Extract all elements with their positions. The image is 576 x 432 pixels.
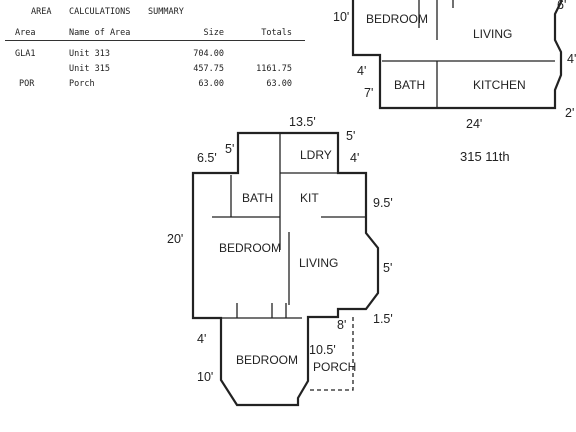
dim-5-left: 5' xyxy=(225,142,234,156)
top-dim-4-right: 4' xyxy=(567,52,576,66)
dim-6-5: 6.5' xyxy=(197,151,217,165)
top-dim-6: 6' xyxy=(557,0,566,12)
header-area: Area xyxy=(15,28,36,38)
room-ldry: LDRY xyxy=(300,148,332,162)
row-3-area: POR xyxy=(19,79,35,89)
row-1-name: Unit 313 xyxy=(69,49,110,59)
room-living: LIVING xyxy=(299,256,338,270)
top-dim-4: 4' xyxy=(357,64,366,78)
header-name: Name of Area xyxy=(69,28,131,38)
top-dim-7: 7' xyxy=(364,86,373,100)
dim-9-5: 9.5' xyxy=(373,196,393,210)
dim-13-5: 13.5' xyxy=(289,115,316,129)
row-3-size: 63.00 xyxy=(198,79,224,89)
room-bedroom-upper: BEDROOM xyxy=(219,241,281,255)
bottom-plan-outline xyxy=(191,131,380,407)
top-room-living: LIVING xyxy=(473,27,512,41)
summary-title: AREA xyxy=(31,7,52,17)
summary-subtitle-2: SUMMARY xyxy=(148,7,184,17)
header-totals: Totals xyxy=(261,28,292,38)
dim-8: 8' xyxy=(337,318,346,332)
row-2-size: 457.75 xyxy=(193,64,224,74)
header-size: Size xyxy=(203,28,224,38)
top-dim-10: 10' xyxy=(333,10,349,24)
dim-5-right: 5' xyxy=(346,129,355,143)
room-kit: KIT xyxy=(300,191,319,205)
row-2-total: 1161.75 xyxy=(256,64,292,74)
row-3-total: 63.00 xyxy=(266,79,292,89)
row-1-size: 704.00 xyxy=(193,49,224,59)
top-dim-2: 2' xyxy=(565,106,574,120)
dim-4-ldry: 4' xyxy=(350,151,359,165)
room-porch: PORCH xyxy=(313,360,356,374)
top-floor-plan xyxy=(351,0,563,110)
address-label: 315 11th xyxy=(460,149,510,164)
top-plan-labels: BEDROOM LIVING BATH KITCHEN 10' 4' 7' 24… xyxy=(333,0,576,131)
summary-subtitle: CALCULATIONS xyxy=(69,7,131,17)
dim-5-bay: 5' xyxy=(383,261,392,275)
dim-20: 20' xyxy=(167,232,183,246)
header-divider xyxy=(5,40,305,41)
dim-10-bedroom: 10' xyxy=(197,370,213,384)
top-room-bedroom: BEDROOM xyxy=(366,12,428,26)
dim-4-bedroom: 4' xyxy=(197,332,206,346)
room-bath: BATH xyxy=(242,191,273,205)
room-bedroom-lower: BEDROOM xyxy=(236,353,298,367)
dim-10-5: 10.5' xyxy=(309,343,336,357)
dim-1-5: 1.5' xyxy=(373,312,393,326)
bottom-plan-labels: LDRY BATH KIT BEDROOM LIVING BEDROOM POR… xyxy=(167,115,393,384)
row-1-area: GLA1 xyxy=(15,49,36,59)
top-room-kitchen: KITCHEN xyxy=(473,78,526,92)
row-3-name: Porch xyxy=(69,79,95,89)
row-2-name: Unit 315 xyxy=(69,64,110,74)
top-dim-24: 24' xyxy=(466,117,482,131)
top-plan-outline xyxy=(351,0,563,110)
bottom-floor-plan xyxy=(191,131,380,407)
porch-outline xyxy=(308,317,354,391)
top-room-bath: BATH xyxy=(394,78,425,92)
